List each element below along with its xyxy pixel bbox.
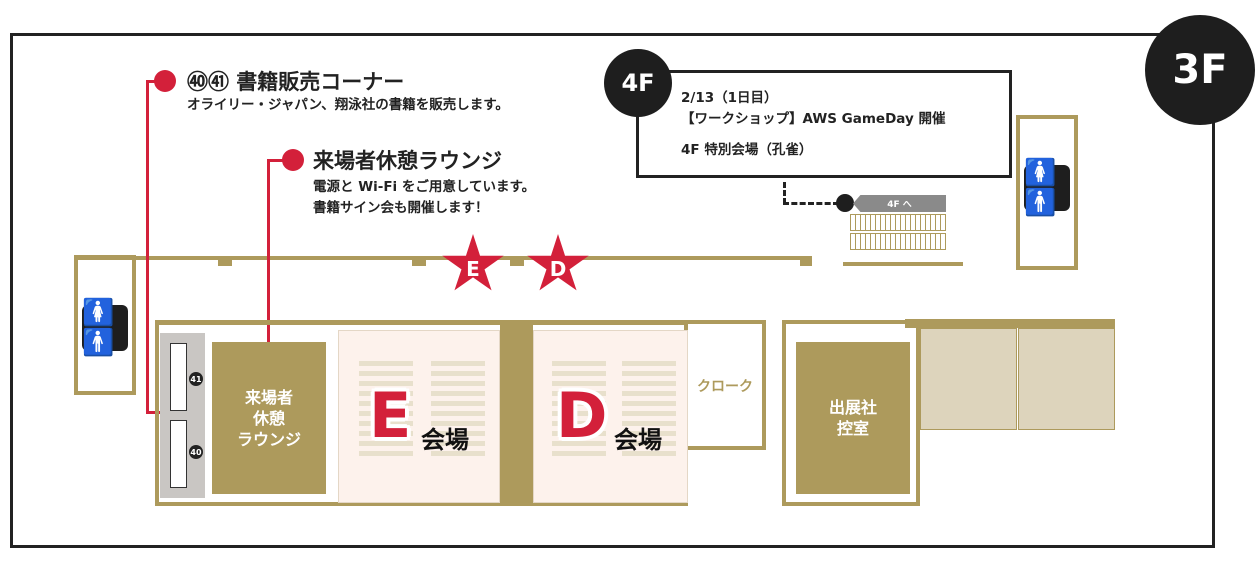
booth-41-badge: 41 xyxy=(189,372,203,386)
exhibitor-label: 出展社 xyxy=(828,398,877,417)
hall-e-letter: E xyxy=(369,379,412,452)
exhibitor-label: 控室 xyxy=(836,419,869,438)
corridor-wall xyxy=(843,262,963,266)
lounge-title: 来場者休憩ラウンジ xyxy=(313,149,502,173)
hall-e-name: 会場 xyxy=(421,426,469,454)
cloakroom-label: クローク xyxy=(697,379,753,395)
hall-d-name: 会場 xyxy=(614,426,662,454)
lounge-desc-2: 書籍サイン会も開催します！ xyxy=(313,200,489,216)
notice-4f: 2/13（1日目） 【ワークショップ】AWS GameDay 開催 4F 特別会… xyxy=(636,70,1012,178)
restroom-icon: 🚺🚹 xyxy=(82,298,128,358)
lounge-room: 来場者 休憩 ラウンジ xyxy=(212,342,326,494)
book-shelf xyxy=(170,343,187,411)
hall-d xyxy=(533,330,688,503)
callout-line xyxy=(146,80,149,414)
wall-pillar xyxy=(412,256,426,266)
exhibitor-room-walls xyxy=(782,320,920,506)
seating xyxy=(622,361,676,461)
wall xyxy=(905,319,1115,328)
hall-divider-pillar xyxy=(500,320,533,506)
notice-event: 【ワークショップ】AWS GameDay 開催 xyxy=(681,111,946,127)
callout-line xyxy=(267,159,270,362)
room-beige xyxy=(1018,328,1115,430)
hall-e xyxy=(338,330,500,503)
floor-frame xyxy=(10,33,1215,548)
dotted-route xyxy=(783,202,839,205)
bookstore-desc: オライリー・ジャパン、翔泳社の書籍を販売します。 xyxy=(187,97,509,113)
stairs-up-4f[interactable]: 4F へ xyxy=(853,195,946,212)
exhibitor-room: 出展社 控室 xyxy=(796,342,910,494)
callout-dot xyxy=(282,149,304,171)
hall-d-letter: D xyxy=(556,379,608,452)
notice-date: 2/13（1日目） xyxy=(681,90,778,106)
seating xyxy=(431,361,485,461)
restroom-right xyxy=(1016,115,1078,270)
restroom-icon: 🚺🚹 xyxy=(1024,158,1070,218)
floor-badge: 3F xyxy=(1145,15,1255,125)
staircase xyxy=(850,214,946,231)
route-dot xyxy=(836,194,854,212)
callout-dot xyxy=(154,70,176,92)
bookstore-title: ㊵㊶ 書籍販売コーナー xyxy=(187,70,405,94)
dotted-route xyxy=(783,182,786,204)
room-beige xyxy=(920,328,1017,430)
notice-venue: 4F 特別会場（孔雀） xyxy=(681,142,813,158)
lounge-label: 休憩 xyxy=(252,408,285,428)
seating xyxy=(359,361,413,461)
staircase xyxy=(850,233,946,250)
seating xyxy=(552,361,606,461)
wall-pillar xyxy=(800,256,812,266)
book-shelf xyxy=(170,420,187,488)
callout-line xyxy=(146,411,160,414)
wall-pillar xyxy=(510,256,524,266)
callout-line xyxy=(146,80,158,83)
corridor-wall xyxy=(74,256,810,260)
lounge-label: 来場者 xyxy=(244,387,293,407)
notice-4f-badge: 4F xyxy=(604,49,672,117)
lounge-label: ラウンジ xyxy=(236,429,301,449)
wall-pillar xyxy=(218,256,232,266)
booth-40-badge: 40 xyxy=(189,445,203,459)
callout-line xyxy=(267,159,283,162)
cloakroom xyxy=(688,320,766,450)
lounge-desc-1: 電源と Wi-Fi をご用意しています。 xyxy=(313,179,536,195)
